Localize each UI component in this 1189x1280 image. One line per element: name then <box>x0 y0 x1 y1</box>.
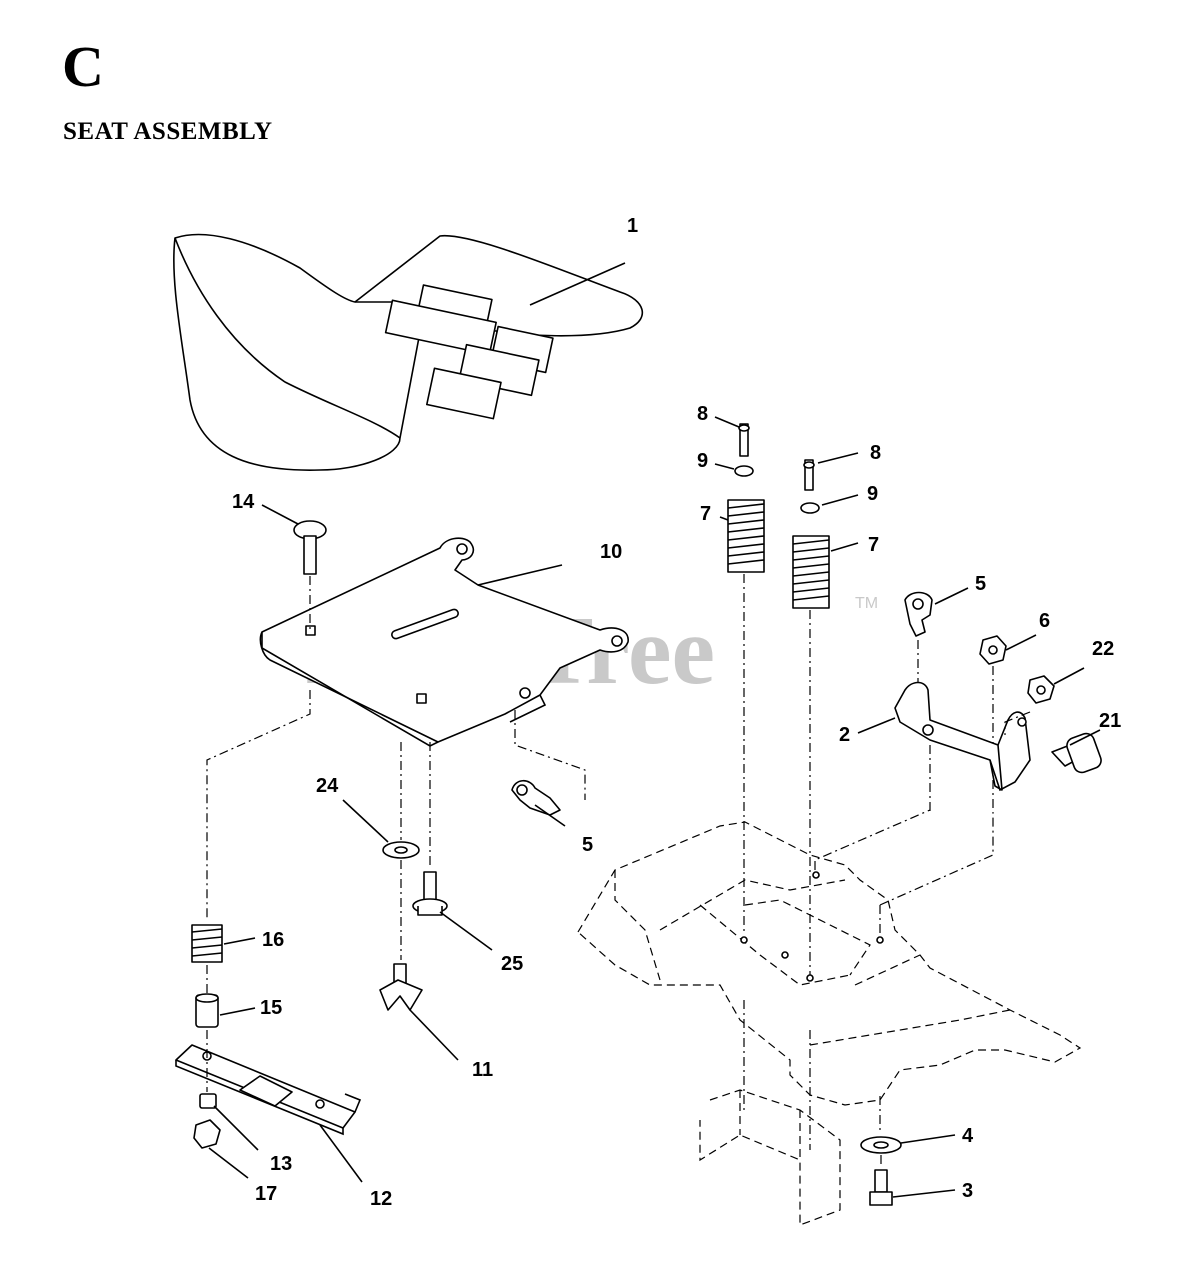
callout-15: 15 <box>260 997 282 1019</box>
callout-13: 13 <box>270 1153 292 1175</box>
callout-25: 25 <box>501 953 523 975</box>
tractor-frame-outline <box>577 809 1082 1226</box>
shoulder-bolt-part <box>1051 729 1102 774</box>
callout-1: 1 <box>627 215 638 237</box>
page-title: SEAT ASSEMBLY <box>63 118 273 145</box>
seat-pan-part <box>259 537 629 747</box>
clip-right-part <box>904 587 969 695</box>
callout-5-left: 5 <box>582 834 593 856</box>
section-letter: C <box>62 34 104 99</box>
spacer-15-part <box>195 965 256 1028</box>
callout-21: 21 <box>1099 710 1121 732</box>
spring-right-part <box>792 452 859 975</box>
callout-6: 6 <box>1039 610 1050 632</box>
callout-8-right: 8 <box>870 442 881 464</box>
callout-4: 4 <box>962 1125 974 1147</box>
callout-8-left: 8 <box>697 403 708 425</box>
bolt-25-part <box>412 742 493 951</box>
nut-22-part <box>1004 667 1085 735</box>
knob-part <box>379 963 459 1061</box>
carriage-bolt-part <box>261 504 327 632</box>
spring-16-part <box>191 690 311 963</box>
nut-6-part <box>979 634 1037 812</box>
callout-24: 24 <box>316 775 339 797</box>
bracket-part <box>857 681 1031 815</box>
clip-left-part <box>511 710 586 827</box>
callout-17: 17 <box>255 1183 277 1205</box>
seat-part <box>173 233 644 471</box>
callout-7-right: 7 <box>868 534 879 556</box>
callout-11: 11 <box>472 1059 493 1081</box>
callout-12: 12 <box>370 1188 392 1210</box>
callout-22: 22 <box>1092 638 1114 660</box>
callout-9-right: 9 <box>867 483 878 505</box>
callout-14: 14 <box>232 491 255 513</box>
callout-10: 10 <box>600 541 622 563</box>
washer-4-part <box>860 1134 956 1154</box>
callout-2: 2 <box>839 724 850 746</box>
nut-17-part <box>193 1119 249 1179</box>
callout-16: 16 <box>262 929 284 951</box>
callout-3: 3 <box>962 1180 973 1202</box>
bolt-3-part <box>869 1155 956 1206</box>
washer-24-part <box>342 742 420 960</box>
callout-9-left: 9 <box>697 450 708 472</box>
callout-7-left: 7 <box>700 503 711 525</box>
plate-12-part <box>175 1044 363 1183</box>
watermark-trademark: TM <box>855 595 878 612</box>
callout-5-right: 5 <box>975 573 986 595</box>
spring-left-part <box>714 416 765 935</box>
nut-13-part <box>199 1030 259 1151</box>
